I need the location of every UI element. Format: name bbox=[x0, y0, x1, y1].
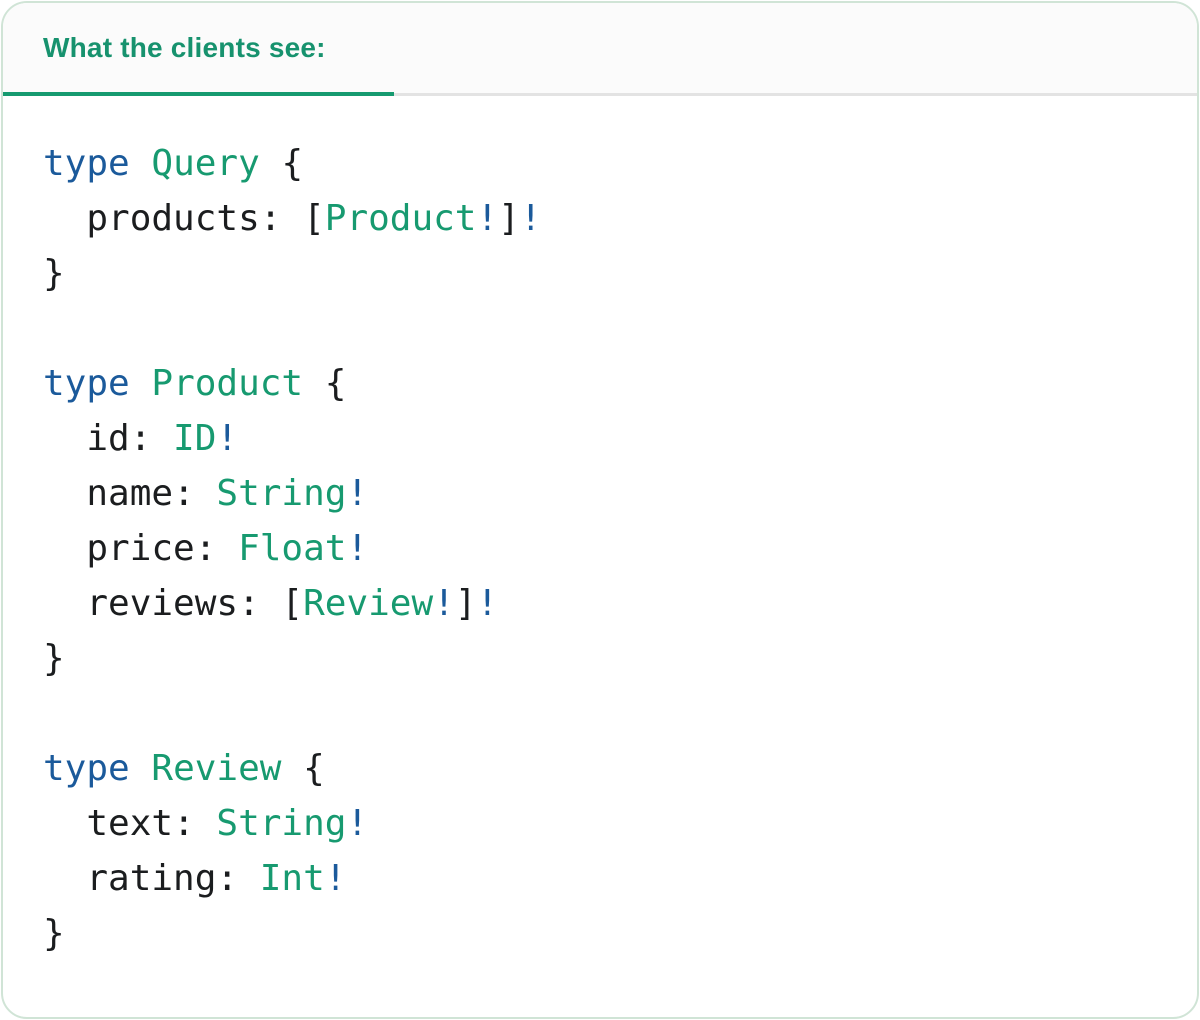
code-plain-token: } bbox=[43, 253, 65, 294]
code-plain-token: reviews: [ bbox=[43, 583, 304, 624]
code-typename-token: Float bbox=[238, 528, 347, 569]
code-line bbox=[43, 686, 1177, 741]
code-typename-token: Int bbox=[259, 858, 325, 899]
code-plain-token: rating: bbox=[43, 858, 260, 899]
code-typename-token: Review bbox=[303, 583, 434, 624]
code-plain-token: text: bbox=[43, 803, 217, 844]
code-keyword-token: ! bbox=[346, 803, 369, 844]
code-keyword-token: ! bbox=[346, 473, 369, 514]
code-plain-token: price: bbox=[43, 528, 239, 569]
code-line: products: [Product!]! bbox=[43, 191, 1177, 246]
code-plain-token: } bbox=[43, 913, 65, 954]
code-typename-token: String bbox=[216, 803, 347, 844]
code-line: } bbox=[43, 246, 1177, 301]
code-plain-token: products: [ bbox=[43, 198, 325, 239]
code-plain-token: name: bbox=[43, 473, 217, 514]
code-plain-token: } bbox=[43, 638, 65, 679]
code-plain-token: ] bbox=[454, 583, 477, 624]
code-plain-token bbox=[130, 363, 152, 404]
code-block: type Query { products: [Product!]!}type … bbox=[3, 96, 1197, 961]
code-plain-token: { bbox=[259, 143, 304, 184]
code-typename-token: Product bbox=[151, 363, 304, 404]
code-plain-token: { bbox=[281, 748, 325, 789]
code-keyword-token: ! bbox=[433, 583, 455, 624]
code-line: type Product { bbox=[43, 356, 1177, 411]
code-keyword-token: ! bbox=[324, 858, 347, 899]
code-line: price: Float! bbox=[43, 521, 1177, 576]
code-line: text: String! bbox=[43, 796, 1177, 851]
code-keyword-token: type bbox=[43, 748, 130, 789]
code-line: type Query { bbox=[43, 136, 1177, 191]
tab-clients-view[interactable]: What the clients see: bbox=[3, 3, 394, 96]
code-keyword-token: type bbox=[43, 143, 130, 184]
tab-bar: What the clients see: bbox=[3, 3, 1197, 96]
code-line bbox=[43, 301, 1177, 356]
code-plain-token bbox=[130, 748, 152, 789]
code-line: } bbox=[43, 631, 1177, 686]
code-line: type Review { bbox=[43, 741, 1177, 796]
code-typename-token: Query bbox=[151, 143, 260, 184]
code-line: id: ID! bbox=[43, 411, 1177, 466]
code-plain-token: id: bbox=[43, 418, 174, 459]
tab-label: What the clients see: bbox=[43, 31, 326, 63]
code-line: rating: Int! bbox=[43, 851, 1177, 906]
code-line: name: String! bbox=[43, 466, 1177, 521]
code-line: reviews: [Review!]! bbox=[43, 576, 1177, 631]
code-plain-token: ] bbox=[498, 198, 520, 239]
code-plain-token: { bbox=[303, 363, 347, 404]
code-keyword-token: ! bbox=[476, 583, 499, 624]
code-keyword-token: ! bbox=[216, 418, 239, 459]
code-typename-token: Review bbox=[151, 748, 282, 789]
code-keyword-token: type bbox=[43, 363, 130, 404]
code-typename-token: ID bbox=[173, 418, 217, 459]
code-typename-token: String bbox=[216, 473, 347, 514]
code-line: } bbox=[43, 906, 1177, 961]
code-plain-token bbox=[130, 143, 152, 184]
code-keyword-token: ! bbox=[519, 198, 542, 239]
code-typename-token: Product bbox=[324, 198, 477, 239]
code-keyword-token: ! bbox=[346, 528, 369, 569]
code-keyword-token: ! bbox=[476, 198, 499, 239]
